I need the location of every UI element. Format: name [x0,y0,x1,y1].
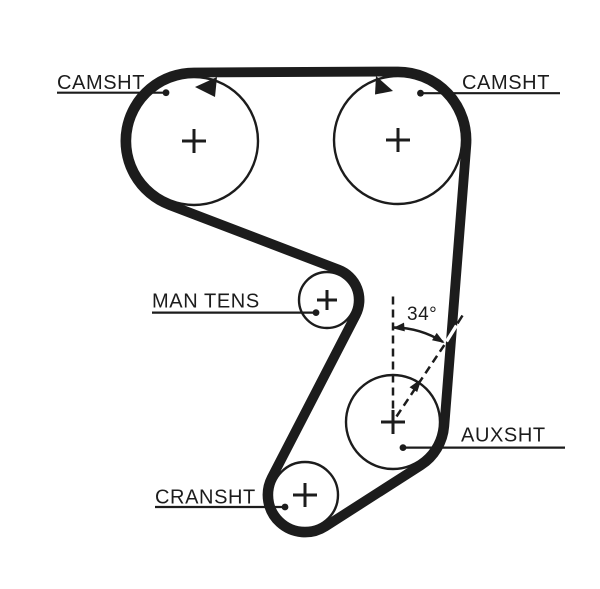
camshaft-right-leader-dot [417,89,424,97]
manual-tensioner-leader-dot [312,309,320,316]
angle-measure-diagonal-dashed-line [395,340,449,418]
diagonal-dash-beyond-belt [456,314,464,325]
diagonal-arrowhead-icon [409,378,422,392]
manual-tensioner-center-mark-icon [317,290,337,310]
camshaft-left-timing-mark-icon [195,77,217,97]
camshaft-right-center-mark-icon [386,128,410,152]
dashed-line-belt-gap [445,324,458,343]
crankshaft-leader-dot [281,503,289,511]
camshaft-left-leader-dot [162,89,170,97]
angle-arc-left-arrowhead-icon [392,322,405,332]
auxiliary-shaft-label: AUXSHT [461,425,546,447]
timing-belt-path [120,66,472,538]
camshaft-right-timing-mark-icon [375,76,393,95]
auxiliary-shaft-center-mark-icon [381,410,405,434]
angle-arc-right-arrowhead-icon [432,332,445,343]
auxiliary-shaft-leader-dot [399,444,407,451]
crankshaft-center-mark-icon [293,483,317,507]
crankshaft-label: CRANSHT [155,487,256,509]
belt-angle-label: 34° [407,304,437,325]
manual-tensioner-label: MAN TENS [152,291,260,313]
camshaft-left-center-mark-icon [182,129,206,153]
camshaft-left-label: CAMSHT [57,72,145,94]
camshaft-right-label: CAMSHT [462,72,550,94]
